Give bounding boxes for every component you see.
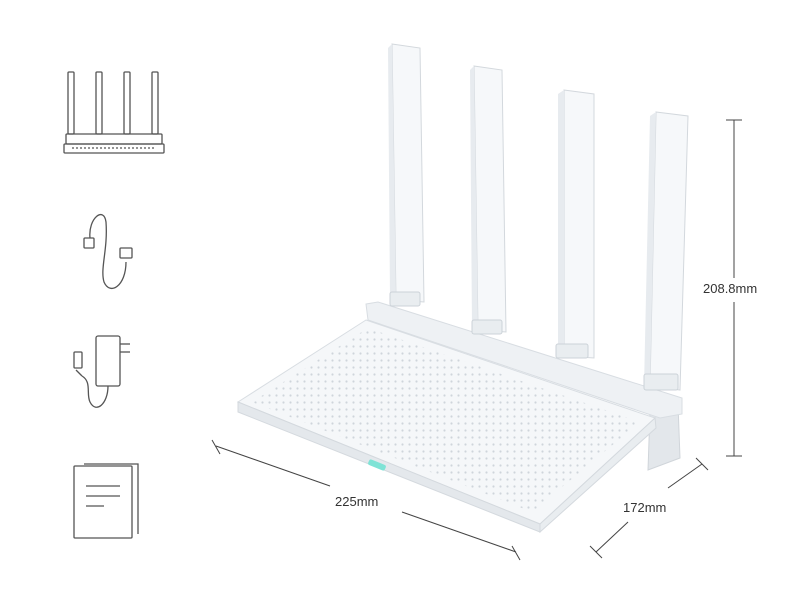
width-dimension-line — [211, 439, 521, 561]
manual-icon — [73, 463, 139, 539]
depth-label: 172mm — [620, 500, 670, 516]
antenna-2 — [470, 65, 507, 335]
depth-dimension-line — [589, 457, 709, 559]
router-device — [236, 301, 683, 534]
antenna-1 — [388, 43, 425, 307]
status-led — [368, 459, 386, 471]
height-dimension-line — [726, 119, 742, 457]
power-adapter-icon — [73, 335, 130, 408]
ethernet-cable-icon — [83, 214, 133, 289]
router-icon — [63, 71, 165, 154]
height-label: 208.8mm — [700, 281, 761, 297]
antenna-3 — [555, 89, 595, 359]
width-label: 225mm — [332, 494, 382, 510]
antenna-4 — [643, 111, 689, 391]
